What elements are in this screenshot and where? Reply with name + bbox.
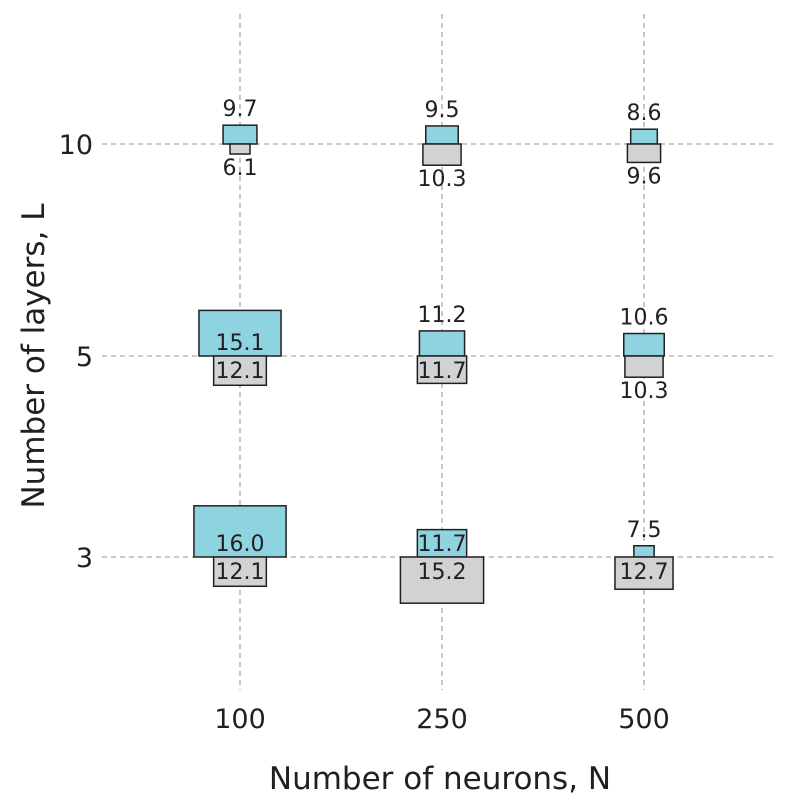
x-tick-label: 500 [618,704,670,735]
value-boxes: 9.7 9.5 8.6 15.1 11.2 10.6 16.0 11.7 7.5 6.1 10.3 9… [193,97,674,604]
lower-value-label: 12.7 [620,560,669,585]
upper-value-label: 7.5 [627,518,662,543]
upper-box-100-10 [222,124,258,145]
y-tick-labels: 3 5 10 [59,130,93,574]
upper-box-250-10 [425,125,459,145]
upper-value-label: 10.6 [620,306,669,331]
lower-value-label: 10.3 [418,167,467,192]
y-tick-label: 5 [76,342,93,373]
y-axis-label: Number of layers, L [16,203,52,509]
upper-value-label: 8.6 [627,101,662,126]
upper-box-500-5 [623,332,665,357]
lower-value-label: 12.1 [216,560,265,585]
x-tick-label: 250 [416,704,468,735]
upper-value-label: 9.7 [223,97,258,122]
upper-value-label: 11.2 [418,303,467,328]
lower-box-250-3 [399,556,485,604]
lower-box-100-10 [229,143,251,155]
lower-box-250-5 [416,355,468,385]
upper-value-label: 9.5 [425,98,460,123]
upper-value-label: 15.1 [216,331,265,356]
upper-value-label: 16.0 [216,532,265,557]
lower-box-100-5 [212,355,268,387]
upper-box-250-5 [418,330,466,357]
lower-value-label: 12.1 [216,359,265,384]
y-tick-label: 10 [59,130,93,161]
lower-value-label: 6.1 [223,156,258,181]
lower-box-250-10 [422,143,462,166]
y-tick-label: 3 [76,543,93,574]
upper-box-500-10 [629,128,659,145]
lower-box-500-10 [626,143,662,164]
x-tick-label: 100 [214,704,266,735]
upper-box-500-3 [633,545,655,558]
lower-box-500-3 [614,556,674,591]
lower-value-label: 10.3 [620,379,669,404]
lower-box-100-3 [212,556,268,588]
x-tick-labels: 100 250 500 [214,704,670,735]
lower-value-label: 11.7 [418,359,467,384]
lower-value-label: 9.6 [627,164,662,189]
lower-box-500-5 [624,355,664,378]
lower-value-label: 15.2 [418,560,467,585]
upper-value-label: 11.7 [418,532,467,557]
upper-box-250-3 [416,528,468,558]
x-axis-label: Number of neurons, N [269,761,611,797]
upper-box-100-5 [198,309,282,357]
